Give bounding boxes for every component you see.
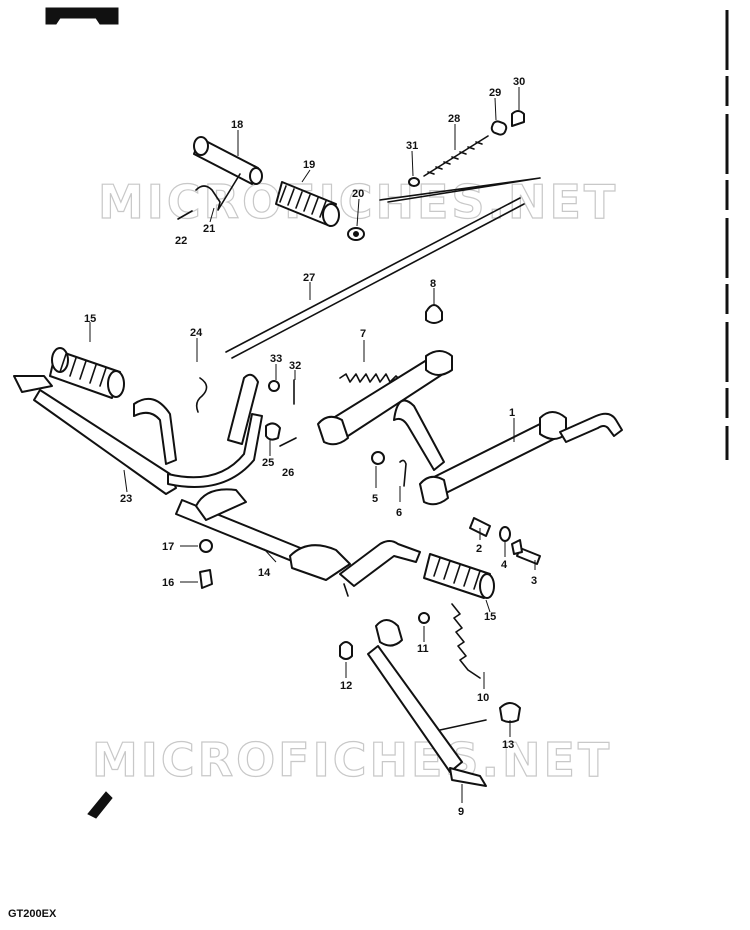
callout-29: 29 (489, 87, 501, 99)
callout-3: 3 (531, 575, 537, 587)
nut-17 (199, 539, 213, 553)
callout-30: 30 (513, 76, 525, 88)
page-corner-mark (45, 7, 119, 25)
nut-12 (339, 641, 353, 660)
cotter-6 (399, 459, 407, 487)
nut-5 (371, 451, 385, 465)
callout-24: 24 (190, 327, 203, 339)
footrest-rubber-15-right (423, 553, 495, 599)
leader-lines (89, 87, 536, 803)
callout-15-right: 15 (484, 611, 496, 623)
callout-22: 22 (175, 235, 187, 247)
callout-6: 6 (396, 507, 402, 519)
brake-arm-24-33 (195, 373, 297, 447)
pivot-hardware (469, 517, 541, 565)
callout-25: 25 (262, 457, 274, 469)
bolt-group-28-31 (408, 110, 525, 187)
callout-13: 13 (502, 739, 514, 751)
callout-32: 32 (289, 360, 301, 372)
model-code: GT200EX (8, 908, 57, 920)
side-stand-9 (367, 619, 487, 787)
footrest-bar-14 (175, 488, 421, 597)
callout-23: 23 (120, 493, 132, 505)
callout-28: 28 (448, 113, 460, 125)
callout-31: 31 (406, 140, 418, 152)
bolt-16 (199, 569, 213, 589)
callout-21: 21 (203, 223, 215, 235)
callout-20: 20 (352, 188, 364, 200)
brake-pedal-23 (13, 375, 263, 495)
callout-1: 1 (509, 407, 515, 419)
spring-10 (451, 603, 481, 679)
callout-7: 7 (360, 328, 366, 340)
callout-17: 17 (162, 541, 174, 553)
bolt-11 (418, 612, 430, 624)
callout-26: 26 (282, 467, 294, 479)
callout-16: 16 (162, 577, 174, 589)
callout-9: 9 (458, 806, 464, 818)
spring-7 (339, 373, 401, 383)
callout-5: 5 (372, 493, 378, 505)
watermark-top: MICROFICHES.NET (98, 175, 618, 229)
footrest-pin-group (177, 136, 365, 241)
callout-2: 2 (476, 543, 482, 555)
cap-8 (425, 304, 443, 324)
cap-13 (499, 702, 521, 723)
callout-12: 12 (340, 680, 352, 692)
callout-8: 8 (430, 278, 436, 290)
callout-27: 27 (303, 272, 315, 284)
footrest-rubber-15-left (49, 347, 125, 399)
watermark-bottom: MICROFICHES.NET (92, 733, 612, 787)
callout-15-left: 15 (84, 313, 96, 325)
callout-11: 11 (417, 643, 429, 655)
rod-27 (225, 197, 525, 359)
callout-4: 4 (501, 559, 508, 571)
main-stand-1 (317, 350, 623, 506)
callout-33: 33 (270, 353, 282, 365)
callout-18: 18 (231, 119, 243, 131)
callout-10: 10 (477, 692, 489, 704)
front-arrow-icon (87, 791, 113, 819)
callout-19: 19 (303, 159, 315, 171)
callout-14: 14 (258, 567, 271, 579)
